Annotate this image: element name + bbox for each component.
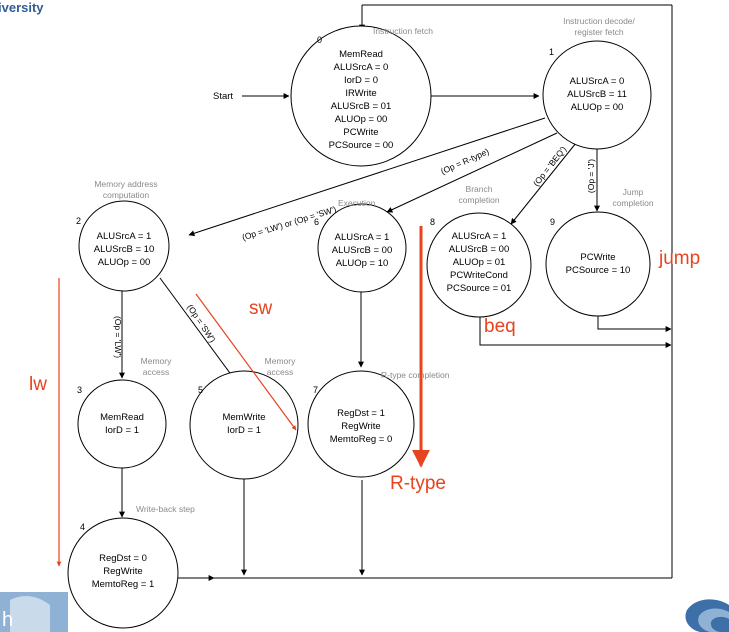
edge-1-to-2 [188, 117, 546, 237]
state-8-signal: PCSource = 01 [447, 283, 512, 294]
state-8-number: 8 [430, 217, 435, 227]
state-0-caption: Instruction fetch [373, 26, 433, 36]
state-0-signal: MemRead [339, 49, 383, 60]
state-1-signal: ALUSrcB = 11 [567, 89, 627, 100]
sw-path-arrow [195, 293, 297, 431]
state-0-signal: IorD = 0 [344, 75, 378, 86]
state-5-number: 5 [198, 385, 203, 395]
header-fragment: iversity [0, 0, 44, 15]
state-6-signal: ALUSrcA = 1 [335, 232, 390, 243]
state-8-signal: ALUSrcB = 00 [449, 244, 509, 255]
state-0-signal: ALUOp = 00 [335, 114, 388, 125]
state-5-caption-line: access [267, 367, 293, 377]
state-9-caption-line: Jump [623, 187, 644, 197]
cond-to-5: (Op = 'SW') [185, 302, 218, 344]
state-5-signal: MemWrite [222, 412, 265, 423]
state-1-signal: ALUSrcA = 0 [570, 76, 625, 87]
annotation-lw: lw [29, 374, 47, 395]
state-3-caption-line: access [143, 367, 169, 377]
state-2-caption-line: Memory address [94, 179, 157, 189]
state-7-caption: R-type completion [381, 370, 450, 380]
state-8-caption-line: Branch [466, 184, 493, 194]
state-3-caption-line: Memory [141, 356, 172, 366]
state-1-number: 1 [549, 47, 554, 57]
state-4-caption: Write-back step [136, 504, 195, 514]
state-2-number: 2 [76, 216, 81, 226]
state-0-signal: PCSource = 00 [329, 140, 394, 151]
state-9-caption-line: completion [612, 198, 653, 208]
transitions [119, 4, 673, 581]
state-1-caption-line: register fetch [574, 27, 623, 37]
state-4-number: 4 [80, 522, 85, 532]
state-2-caption-line: computation [103, 190, 150, 200]
state-4: 4 Write-back step RegDst = 0 RegWrite Me… [67, 504, 195, 629]
state-0: 0 Instruction fetch MemRead ALUSrcA = 0 … [290, 25, 433, 167]
state-3-number: 3 [77, 385, 82, 395]
state-9-number: 9 [550, 217, 555, 227]
state-4-signal: RegWrite [103, 566, 142, 577]
state-0-signal: ALUSrcB = 01 [331, 101, 391, 112]
state-0-number: 0 [317, 35, 322, 45]
edge-8-return [479, 310, 672, 348]
state-1-caption-line: Instruction decode/ [563, 16, 635, 26]
state-2: 2 Memory address computation ALUSrcA = 1… [76, 179, 170, 292]
state-1: 1 Instruction decode/ register fetch ALU… [542, 16, 652, 150]
state-5: 5 Memory access MemWrite IorD = 1 [189, 356, 299, 480]
state-0-signal: PCWrite [343, 127, 378, 138]
cond-to-8: (Op = 'BEQ') [531, 144, 568, 188]
cond-to-9: (Op = 'J') [586, 159, 596, 193]
annotation-jump: jump [658, 248, 700, 269]
state-3: 3 Memory access MemRead IorD = 1 [77, 356, 172, 469]
state-7-number: 7 [313, 385, 318, 395]
edge-1-to-6 [386, 132, 558, 213]
annotation-rtype: R-type [390, 473, 446, 494]
start-label: Start [213, 91, 233, 102]
state-5-caption-line: Memory [265, 356, 296, 366]
footer-fragment: h [2, 609, 13, 631]
state-5-signal: IorD = 1 [227, 425, 261, 436]
state-0-signal: IRWrite [345, 88, 376, 99]
state-9: 9 Jump completion PCWrite PCSource = 10 [545, 187, 654, 317]
state-0-signal: ALUSrcA = 0 [334, 62, 389, 73]
state-4-signal: RegDst = 0 [99, 553, 147, 564]
state-4-signal: MemtoReg = 1 [92, 579, 155, 590]
state-6-signal: ALUOp = 10 [336, 258, 389, 269]
state-2-signal: ALUOp = 00 [98, 257, 151, 268]
state-9-signal: PCWrite [580, 252, 615, 263]
cond-to-3: (Op = 'LW') [113, 316, 123, 358]
state-8-signal: ALUOp = 01 [453, 257, 506, 268]
annotation-beq: beq [484, 316, 516, 337]
state-6-signal: ALUSrcB = 00 [332, 245, 392, 256]
corner-logo-icon [685, 599, 729, 632]
red-annotations [56, 226, 430, 567]
state-6: 6 Execution ALUSrcA = 1 ALUSrcB = 00 ALU… [314, 198, 407, 293]
state-3-signal: MemRead [100, 412, 144, 423]
state-8-signal: PCWriteCond [450, 270, 508, 281]
edge-1-to-8 [510, 142, 577, 225]
state-7: 7 R-type completion RegDst = 1 RegWrite … [307, 370, 450, 478]
state-2-signal: ALUSrcB = 10 [94, 244, 154, 255]
state-7-signal: RegDst = 1 [337, 408, 385, 419]
state-6-caption: Execution [338, 198, 376, 208]
state-8: 8 Branch completion ALUSrcA = 1 ALUSrcB … [426, 184, 532, 318]
edge-2-to-5 [159, 277, 239, 385]
state-1-signal: ALUOp = 00 [571, 102, 624, 113]
state-7-signal: RegWrite [341, 421, 380, 432]
footer-left-logo: h [0, 592, 68, 632]
annotation-sw: sw [249, 298, 273, 319]
state-9-signal: PCSource = 10 [566, 265, 631, 276]
state-8-caption-line: completion [458, 195, 499, 205]
state-3-signal: IorD = 1 [105, 425, 139, 436]
state-6-number: 6 [314, 217, 319, 227]
state-8-signal: ALUSrcA = 1 [452, 231, 507, 242]
state-7-signal: MemtoReg = 0 [330, 434, 393, 445]
edge-9-return [597, 316, 672, 332]
state-2-signal: ALUSrcA = 1 [97, 231, 152, 242]
